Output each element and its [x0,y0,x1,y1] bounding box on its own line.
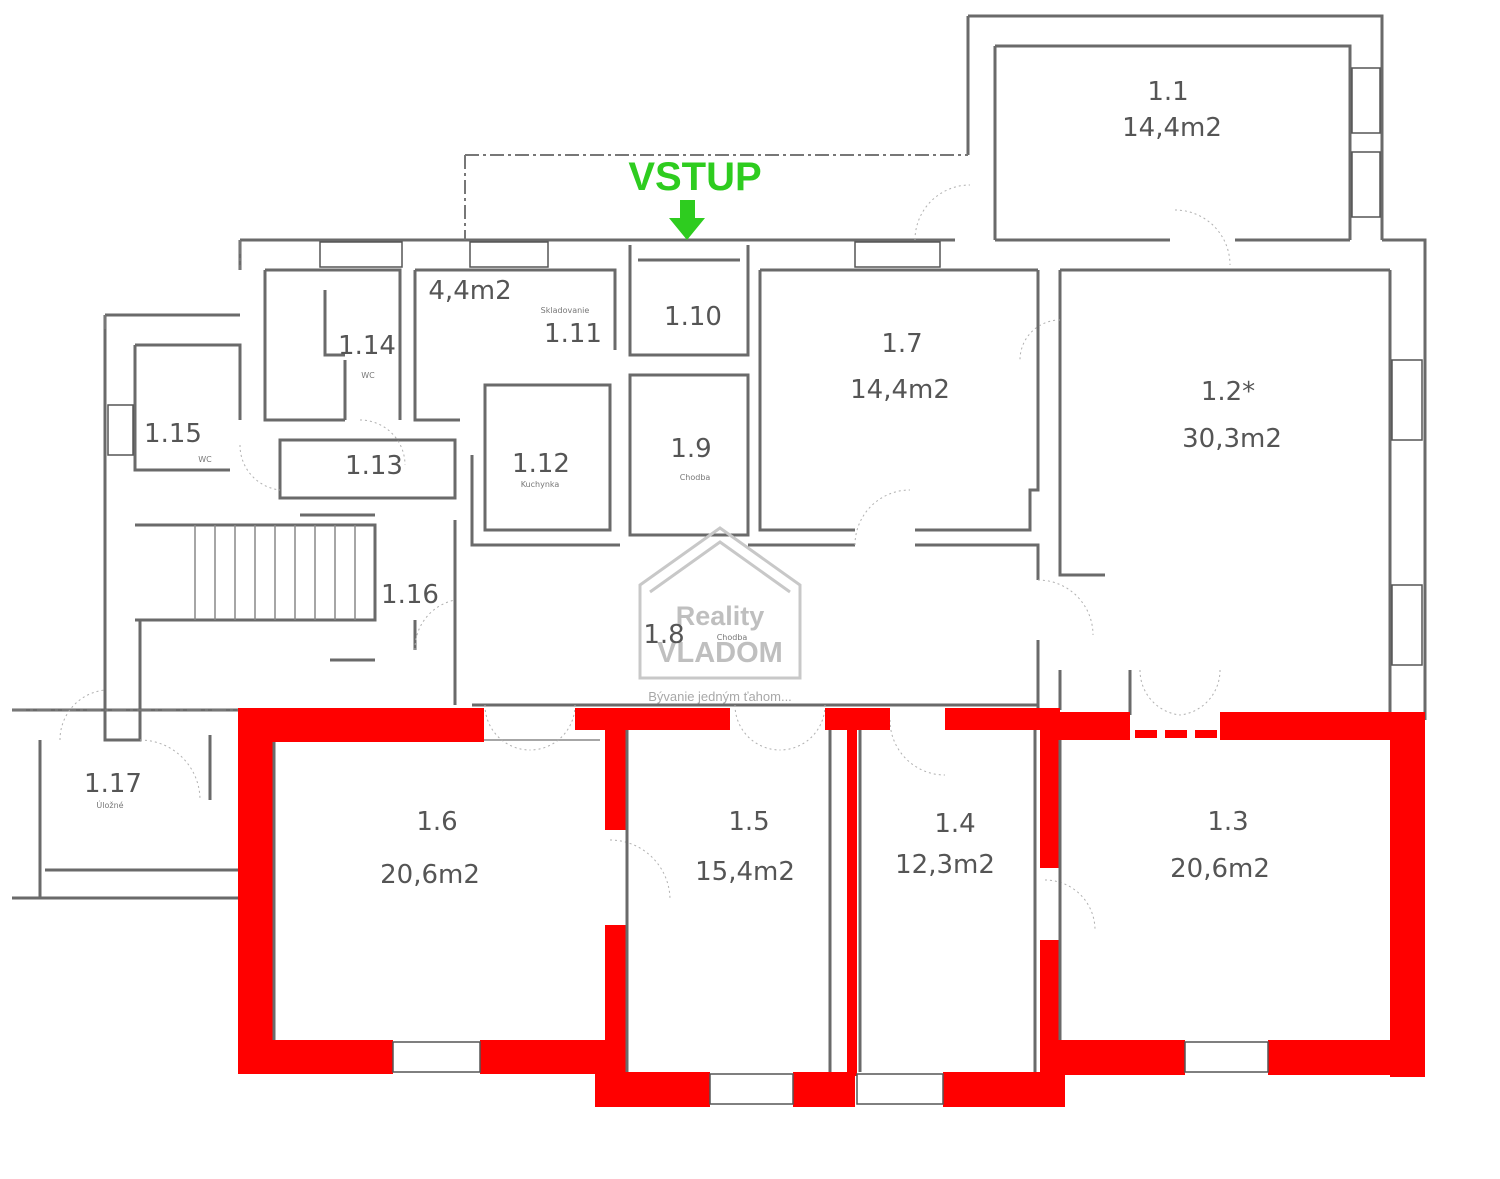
red-wall [1040,1040,1185,1075]
red-wall [605,925,627,1075]
room-1-17-number: 1.17 [84,769,142,799]
room-1-1-number: 1.1 [1147,77,1188,107]
room-1-11-number: 1.11 [544,319,602,349]
arrow-down-icon [669,200,705,240]
room-1-2-number: 1.2* [1201,377,1255,407]
watermark: Reality VLADOM Bývanie jedným ťahom... [638,526,802,704]
red-wall [825,708,890,730]
dashed-outline [12,154,968,711]
red-wall [605,708,627,830]
red-wall-dashed [1165,730,1187,738]
red-wall-dashed [1195,730,1217,738]
room-1-7-number: 1.7 [881,329,922,359]
room-1-2-area: 30,3m2 [1182,424,1282,454]
watermark-tagline: Bývanie jedným ťahom... [648,689,792,704]
room-1-11-area: 4,4m2 [428,276,511,306]
room-1-4-area: 12,3m2 [895,850,995,880]
room-1-12-sub: Kuchynka [521,480,560,489]
room-1-3-area: 20,6m2 [1170,854,1270,884]
entrance-marker: VSTUP [628,155,762,240]
room-1-12-number: 1.12 [512,449,570,479]
room-1-3-number: 1.3 [1207,807,1248,837]
red-wall [575,708,730,730]
windows-south [392,1041,1269,1105]
room-labels: 1.1 14,4m2 1.2* 30,3m2 1.3 20,6m2 1.4 12… [84,77,1282,890]
red-wall [238,708,274,1074]
red-wall [943,1072,1065,1107]
watermark-line2: VLADOM [657,637,783,669]
room-1-7-area: 14,4m2 [850,375,950,405]
red-wall [238,1040,393,1074]
red-wall [1040,712,1130,740]
room-1-10-number: 1.10 [664,302,722,332]
room-1-4-number: 1.4 [934,809,975,839]
room-1-6-number: 1.6 [416,807,457,837]
room-1-1-area: 14,4m2 [1122,113,1222,143]
room-1-9-number: 1.9 [670,434,711,464]
room-1-5-number: 1.5 [728,807,769,837]
red-wall [1390,712,1425,1077]
red-wall [1040,708,1060,868]
watermark-line1: Reality [676,601,765,631]
windows-north [107,67,1423,666]
door-swings [59,184,1231,931]
room-1-8-sub: Chodba [717,633,748,642]
red-wall [1268,1040,1425,1075]
room-1-13-number: 1.13 [345,451,403,481]
house-outline-icon [638,526,802,680]
room-1-9-sub: Chodba [680,473,711,482]
entrance-label: VSTUP [628,155,761,199]
walls [12,14,1427,900]
room-1-17-sub: Úložné [96,799,123,810]
highlighted-walls [238,708,1425,1107]
red-wall-dashed [1135,730,1157,738]
room-1-14-sub: WC [361,371,375,380]
room-1-6-area: 20,6m2 [380,860,480,890]
red-wall [847,708,857,1076]
room-1-8-number: 1.8 [643,620,684,650]
red-wall [595,1072,710,1107]
red-wall [238,708,484,742]
room-1-11-sub: Skladovanie [541,306,590,315]
red-wall [480,1040,625,1074]
red-wall [945,708,1040,730]
room-1-15-sub: WC [198,455,212,464]
room-1-5-area: 15,4m2 [695,857,795,887]
room-1-14-number: 1.14 [338,331,396,361]
red-wall [793,1072,855,1107]
room-1-16-number: 1.16 [381,580,439,610]
room-1-15-number: 1.15 [144,419,202,449]
